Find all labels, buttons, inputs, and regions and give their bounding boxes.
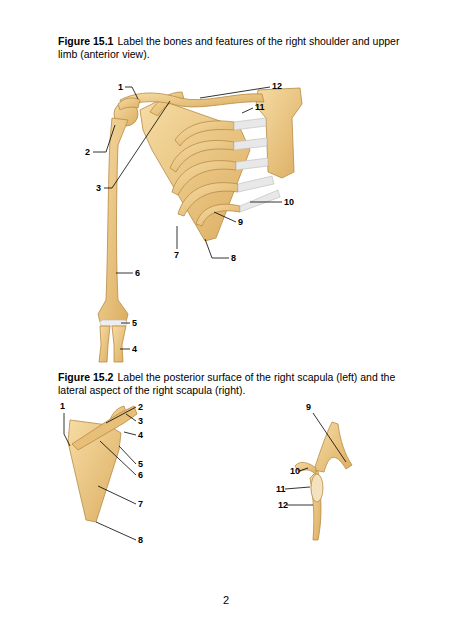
clavicle [120,93,264,107]
callout-number: 6 [138,470,143,481]
callout-number: 9 [238,217,243,228]
figure-number: Figure 15.2 [58,371,113,383]
callout-number: 10 [290,466,300,477]
callout-number: 3 [138,416,143,427]
callout-number: 3 [96,183,101,194]
callout-number: 12 [272,81,282,92]
callout-number: 1 [118,82,123,93]
callout-number: 11 [276,484,286,495]
callout-number: 6 [135,268,140,279]
callout-number: 11 [255,102,265,113]
figure-caption: Figure 15.2Label the posterior surface o… [58,371,408,397]
callout-number: 4 [138,430,143,441]
figure-number: Figure 15.1 [58,35,113,47]
callout-number: 7 [138,499,143,510]
costal-cartilage [234,118,280,212]
callout-number: 8 [231,253,236,264]
callout-number: 5 [138,459,143,470]
callout-number: 12 [278,500,288,511]
humerus [98,118,128,322]
glenoid-cavity [311,474,323,502]
callout-number: 2 [138,402,143,413]
callout-number: 5 [132,318,137,329]
callout-number: 2 [85,147,90,158]
radius [99,326,110,362]
callout-number: 10 [284,197,294,208]
ribs [170,121,240,226]
acromion [118,98,140,110]
callout-number: 7 [174,250,179,261]
leader-lines [285,413,346,505]
leader-lines [64,407,136,540]
callout-number: 8 [138,535,143,546]
acromion [314,422,352,472]
figure-caption: Figure 15.1Label the bones and features … [58,35,408,61]
page-number: 2 [223,594,229,607]
scapular-spine [72,406,137,450]
leader-lines [93,87,282,349]
callout-number: 9 [306,402,311,413]
ulna [112,326,126,362]
callout-number: 4 [132,344,137,355]
callout-number: 1 [60,401,65,412]
